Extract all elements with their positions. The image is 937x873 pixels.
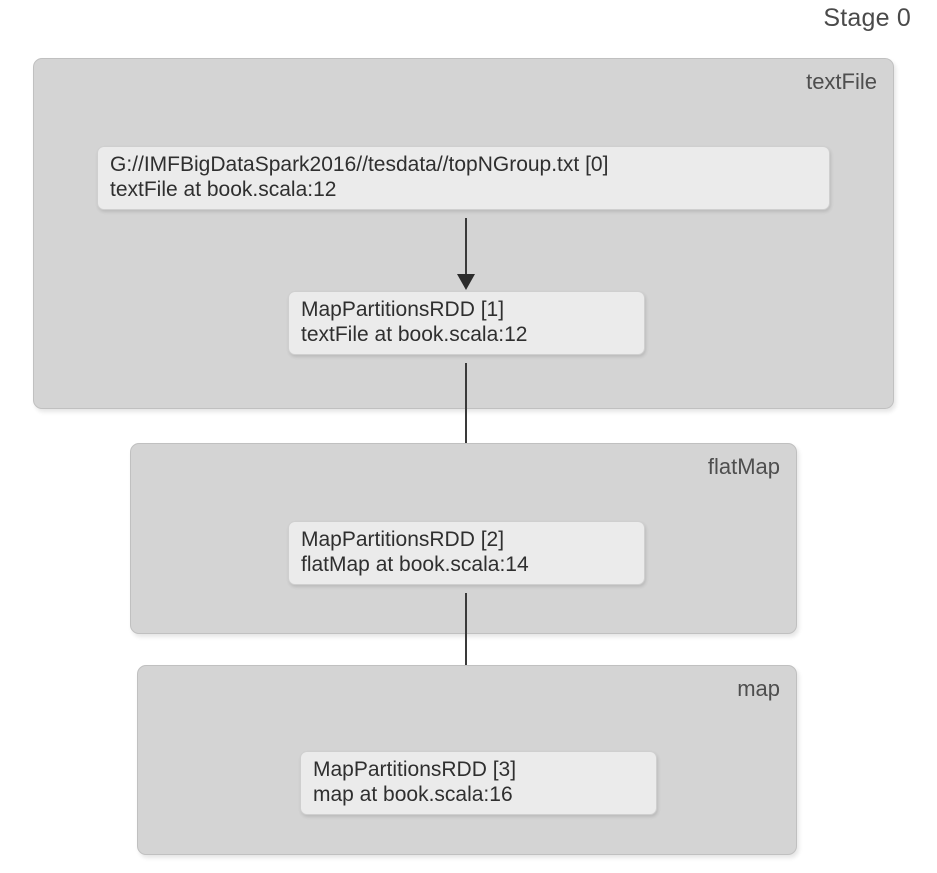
rdd-node-1-callsite: textFile at book.scala:12 — [301, 323, 528, 346]
rdd-node-0-callsite: textFile at book.scala:12 — [110, 178, 337, 201]
rdd-node-1-name: MapPartitionsRDD [1] — [301, 298, 505, 321]
edge-arrow-1-2-shaft — [465, 363, 467, 507]
rdd-node-3[interactable]: MapPartitionsRDD [3] map at book.scala:1… — [300, 751, 657, 815]
edge-arrow-0-1-shaft — [465, 218, 467, 276]
edge-arrow-0-1 — [451, 218, 481, 290]
rdd-node-2-callsite: flatMap at book.scala:14 — [301, 553, 529, 576]
scope-label-flatmap: flatMap — [707, 454, 780, 479]
edge-arrow-0-1-head — [457, 274, 475, 290]
rdd-node-1[interactable]: MapPartitionsRDD [1] textFile at book.sc… — [288, 291, 645, 355]
rdd-node-3-name: MapPartitionsRDD [3] — [313, 758, 517, 781]
scope-label-textfile: textFile — [806, 69, 877, 94]
rdd-node-0[interactable]: G://IMFBigDataSpark2016//tesdata//topNGr… — [97, 146, 830, 210]
stage-title: Stage 0 — [823, 4, 911, 32]
rdd-node-3-callsite: map at book.scala:16 — [313, 783, 513, 806]
rdd-node-2[interactable]: MapPartitionsRDD [2] flatMap at book.sca… — [288, 521, 645, 585]
scope-label-map: map — [737, 676, 780, 701]
rdd-node-2-name: MapPartitionsRDD [2] — [301, 528, 505, 551]
rdd-node-0-name: G://IMFBigDataSpark2016//tesdata//topNGr… — [110, 153, 609, 176]
